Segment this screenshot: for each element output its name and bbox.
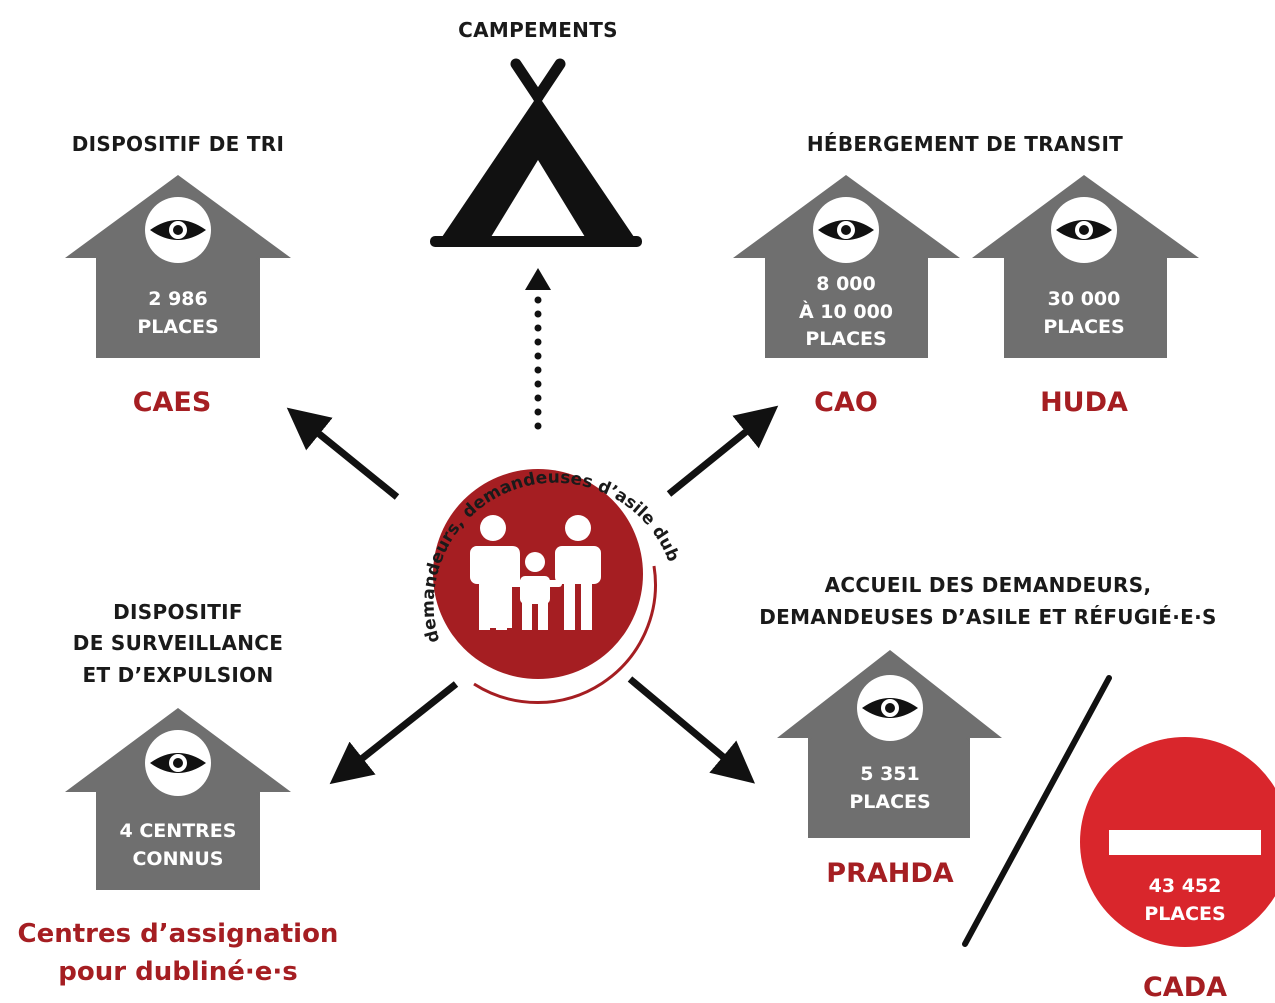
divider-slash: [962, 675, 1112, 947]
eye-icon: [145, 197, 211, 263]
arrow-to-transit: [666, 405, 779, 497]
arrow-to-caes: [286, 407, 400, 500]
arrow-to-accueil: [627, 676, 756, 784]
no-entry-sign-cada: 43 452 PLACES: [1080, 737, 1275, 947]
arrow-head-camp: [525, 268, 551, 290]
prahda-places-unit: PLACES: [849, 791, 930, 813]
cao-places-min: 8 000: [816, 273, 876, 295]
house-cao: 8 000 À 10 000 PLACES: [733, 175, 960, 358]
house-caes: 2 986 PLACES: [65, 175, 291, 358]
house-assignation: 4 CENTRES CONNUS: [65, 708, 291, 890]
caes-places-unit: PLACES: [137, 316, 218, 338]
camp-title: CAMPEMENTS: [458, 18, 618, 42]
huda-name: HUDA: [1040, 387, 1128, 418]
surveillance-title-line3: ET D’EXPULSION: [83, 663, 274, 687]
assignation-name-line1: Centres d’assignation: [18, 919, 339, 949]
prahda-name: PRAHDA: [826, 858, 953, 889]
eye-icon: [1051, 197, 1117, 263]
prahda-places-number: 5 351: [860, 763, 920, 785]
eye-icon: [857, 675, 923, 741]
caes-name: CAES: [133, 387, 212, 418]
huda-places-unit: PLACES: [1043, 316, 1124, 338]
arrow-to-surveillance: [329, 681, 459, 785]
assignation-name-line2: pour dubliné·e·s: [58, 957, 297, 987]
family-icon: [470, 515, 601, 630]
house-huda: 30 000 PLACES: [972, 175, 1199, 358]
cada-places-unit: PLACES: [1144, 903, 1225, 925]
cao-places-unit: PLACES: [805, 328, 886, 350]
surveillance-title-line1: DISPOSITIF: [113, 600, 243, 624]
cada-name: CADA: [1143, 972, 1227, 1003]
transit-title: HÉBERGEMENT DE TRANSIT: [807, 132, 1123, 156]
caes-places-number: 2 986: [148, 288, 208, 310]
accueil-title-line1: ACCUEIL DES DEMANDEURS,: [825, 573, 1152, 597]
tri-title: DISPOSITIF DE TRI: [72, 132, 284, 156]
cao-places-max: À 10 000: [799, 300, 893, 323]
assignation-count-unit: CONNUS: [132, 848, 223, 870]
surveillance-title-line2: DE SURVEILLANCE: [73, 631, 283, 655]
house-prahda: 5 351 PLACES: [777, 650, 1002, 838]
huda-places-number: 30 000: [1048, 288, 1121, 310]
cao-name: CAO: [814, 387, 878, 418]
tent-icon: [430, 58, 642, 247]
accueil-title-line2: DEMANDEUSES D’ASILE ET RÉFUGIÉ·E·S: [759, 605, 1216, 629]
assignation-count: 4 CENTRES: [120, 820, 237, 842]
cada-places-number: 43 452: [1149, 875, 1222, 897]
eye-icon: [813, 197, 879, 263]
eye-icon: [145, 730, 211, 796]
